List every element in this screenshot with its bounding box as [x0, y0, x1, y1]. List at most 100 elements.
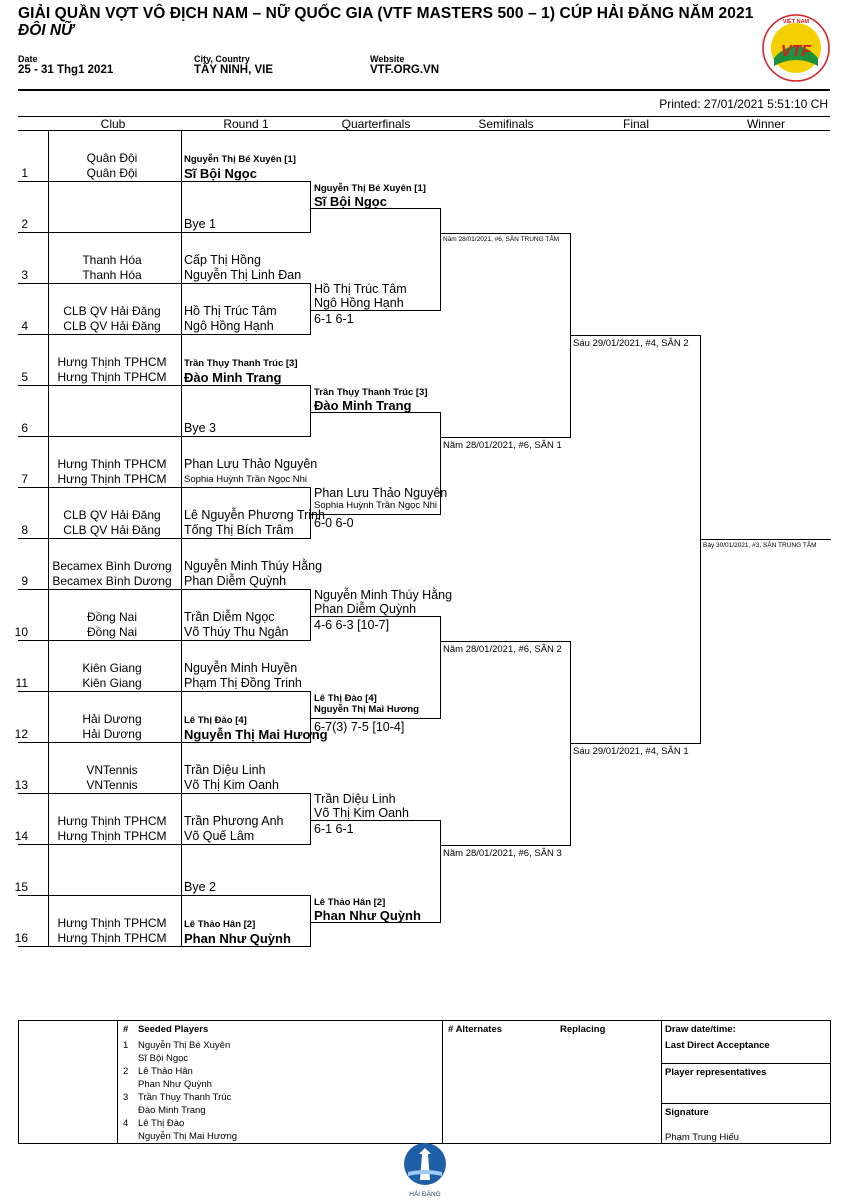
qf-rule — [311, 718, 441, 719]
qf-player-name: Trần Thụy Thanh Trúc [3] — [314, 387, 428, 398]
draw-position-number: 2 — [21, 217, 28, 231]
city-value: TÂY NINH, VIE — [194, 64, 274, 76]
hai-dang-logo-caption: HẢI ĐĂNG — [409, 1189, 440, 1198]
row-rule — [18, 946, 311, 947]
qf-rule — [311, 514, 441, 515]
round1-connector — [310, 691, 311, 742]
player-name: Bye 2 — [184, 880, 216, 894]
website-value: VTF.ORG.VN — [370, 64, 440, 76]
signature-label: Signature — [665, 1107, 709, 1118]
printed-timestamp: Printed: 27/01/2021 5:51:10 CH — [659, 97, 828, 111]
last-direct-acceptance-label: Last Direct Acceptance — [665, 1040, 770, 1051]
club-name: CLB QV Hải Đăng — [63, 304, 161, 318]
date-value: 25 - 31 Thg1 2021 — [18, 64, 114, 76]
qf-player-name: Nguyễn Minh Thúy Hằng — [314, 588, 453, 602]
draw-position-number: 5 — [21, 370, 28, 384]
draw-position-number: 16 — [14, 931, 28, 945]
club-name: Hưng Thịnh TPHCM — [57, 931, 167, 945]
seed-player: Lê Thảo Hân — [138, 1066, 193, 1077]
final-schedule: Sáu 29/01/2021, #4, SÂN 2 — [573, 338, 689, 349]
svg-text:VIỆT NAM: VIỆT NAM — [783, 17, 810, 25]
sf-schedule: Năm 28/01/2021, #6, SÂN 3 — [443, 848, 562, 859]
qf-player-name: Phan Diễm Quỳnh — [314, 602, 417, 616]
qf-player-name: Lê Thảo Hân [2] — [314, 897, 386, 908]
row-rule — [18, 487, 311, 488]
round1-connector — [310, 487, 311, 538]
qf-connector — [440, 208, 441, 310]
row-rule — [18, 232, 311, 233]
player-name: Lê Thảo Hân [2] — [184, 919, 256, 930]
player-name: Cấp Thị Hồng — [184, 253, 261, 267]
sf-rule — [441, 437, 571, 438]
qf-rule — [311, 208, 441, 209]
player-name: Nguyễn Minh Thúy Hằng — [184, 559, 323, 573]
col-header-quarterfinals: Quarterfinals — [341, 117, 411, 131]
draw-position-number: 6 — [21, 421, 28, 435]
player-name: Sĩ Bội Ngọc — [184, 166, 257, 181]
club-name: Becamex Bình Dương — [52, 574, 172, 588]
seed-player: Phan Như Quỳnh — [138, 1079, 212, 1090]
final-rule — [571, 743, 701, 744]
player-name: Lê Thị Đào [4] — [184, 715, 247, 726]
club-name: Quân Đội — [86, 151, 138, 165]
draw-position-number: 8 — [21, 523, 28, 537]
qf-rule — [311, 922, 441, 923]
qf-player-name: Hồ Thị Trúc Tâm — [314, 282, 407, 296]
qf-connector — [440, 616, 441, 718]
col-header-round1: Round 1 — [223, 117, 269, 131]
seed-player: Nguyễn Thị Bé Xuyên — [138, 1040, 231, 1051]
draw-position-number: 12 — [14, 727, 28, 741]
sf-schedule: Năm 28/01/2021, #6, SÂN TRUNG TÂM — [443, 236, 560, 243]
tournament-title: GIẢI QUẦN VỢT VÔ ĐỊCH NAM – NỮ QUỐC GIA … — [18, 5, 754, 22]
club-name: Hưng Thịnh TPHCM — [57, 916, 167, 930]
player-representatives-label: Player representatives — [665, 1067, 767, 1078]
row-rule — [18, 589, 311, 590]
row-rule — [18, 640, 311, 641]
seed-number: 1 — [123, 1040, 129, 1051]
sf-connector — [570, 641, 571, 845]
row-rule — [18, 283, 311, 284]
qf-player-name: Nguyễn Thị Mai Hương — [314, 704, 419, 715]
club-name: Hưng Thịnh TPHCM — [57, 814, 167, 828]
club-name: Kiên Giang — [82, 676, 142, 690]
vtf-logo-text: VTF — [781, 43, 812, 60]
sf-rule — [441, 233, 571, 234]
draw-date-label: Draw date/time: — [665, 1024, 736, 1035]
winner-schedule: Bảy 30/01/2021, #3, SÂN TRUNG TÂM — [703, 542, 817, 549]
col-header-semifinals: Semifinals — [478, 117, 534, 131]
qf-score: 6-1 6-1 — [314, 822, 354, 836]
qf-score: 4-6 6-3 [10-7] — [314, 618, 390, 632]
club-name: VNTennis — [86, 763, 138, 777]
qf-player-name: Ngô Hồng Hạnh — [314, 296, 404, 310]
player-name: Hồ Thị Trúc Tâm — [184, 304, 277, 318]
player-name: Võ Thúy Thu Ngân — [184, 625, 289, 639]
row-rule — [18, 742, 311, 743]
seed-player: Đào Minh Trang — [138, 1105, 206, 1116]
club-name: CLB QV Hải Đăng — [63, 508, 161, 522]
player-name: Sophia Huỳnh Trần Ngọc Nhi — [184, 474, 308, 485]
date-label: Date — [18, 54, 38, 64]
player-name: Nguyễn Thị Linh Đan — [184, 268, 302, 282]
seeded-hash: # — [123, 1024, 129, 1035]
club-name: VNTennis — [86, 778, 138, 792]
qf-rule — [311, 616, 441, 617]
row-rule — [18, 385, 311, 386]
col-header-club: Club — [100, 117, 126, 131]
footer-divider-3 — [661, 1020, 662, 1144]
qf-player-name: Sĩ Bội Ngọc — [314, 194, 387, 209]
column-header-bottom-rule — [18, 130, 830, 131]
qf-score: 6-0 6-0 — [314, 516, 354, 530]
qf-rule — [311, 310, 441, 311]
row-rule — [18, 538, 311, 539]
player-name: Phan Diễm Quỳnh — [184, 574, 287, 588]
qf-player-name: Trần Diệu Linh — [314, 792, 396, 806]
club-name: Kiên Giang — [82, 661, 142, 675]
seed-player: Lê Thị Đào — [138, 1118, 185, 1129]
qf-player-name: Phan Như Quỳnh — [314, 908, 421, 923]
qf-connector — [440, 820, 441, 922]
city-label: City, Country — [194, 54, 250, 64]
seed-player: Sĩ Bội Ngọc — [138, 1053, 189, 1064]
footer-divider-2 — [442, 1020, 443, 1144]
sf-schedule: Năm 28/01/2021, #6, SÂN 2 — [443, 644, 562, 655]
winner-rule — [701, 539, 831, 540]
